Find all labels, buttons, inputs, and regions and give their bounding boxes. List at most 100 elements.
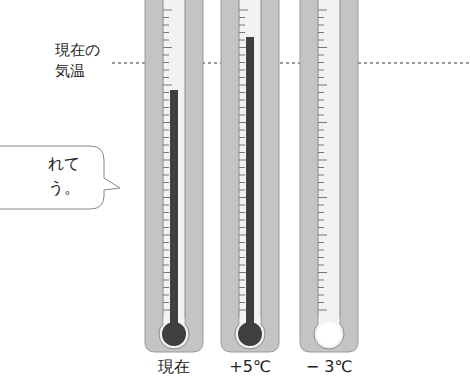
tick — [318, 175, 324, 176]
tick — [163, 250, 169, 251]
thermometer-bulb-rim — [314, 319, 344, 349]
thermo-caption: +5℃ — [229, 356, 271, 377]
tick — [318, 190, 324, 191]
tick — [163, 25, 169, 26]
tick — [163, 295, 169, 296]
thermo-caption: − 3℃ — [306, 356, 353, 377]
tick — [239, 190, 245, 191]
tick — [239, 107, 245, 108]
thermometer-frame — [300, 0, 358, 352]
tick — [318, 55, 324, 56]
tick — [239, 40, 245, 41]
tick — [163, 302, 169, 303]
tick — [163, 265, 169, 266]
tick — [239, 265, 245, 266]
mercury-bulb — [238, 322, 262, 346]
tick — [318, 107, 324, 108]
tick — [163, 175, 169, 176]
tick — [318, 205, 324, 206]
thermo-caption: 現在 — [158, 356, 190, 377]
tick — [163, 77, 169, 78]
tick — [163, 92, 169, 93]
tick — [239, 55, 245, 56]
tick — [163, 137, 169, 138]
tick — [318, 70, 324, 71]
tick — [163, 100, 169, 101]
speech-bubble-outline — [0, 146, 120, 209]
tick — [239, 220, 245, 221]
tick — [239, 242, 245, 243]
tick — [239, 175, 245, 176]
tick — [239, 100, 245, 101]
tick — [239, 295, 245, 296]
tick — [318, 17, 324, 18]
tick — [239, 227, 245, 228]
tick — [239, 250, 245, 251]
tick — [318, 280, 324, 281]
tick — [163, 47, 172, 48]
tick — [163, 190, 169, 191]
tick — [318, 242, 324, 243]
tick — [163, 167, 169, 168]
tick — [318, 62, 324, 63]
tick — [239, 205, 245, 206]
tick — [163, 115, 169, 116]
tick — [318, 257, 324, 258]
tick — [318, 137, 324, 138]
tick — [318, 145, 324, 146]
thermometer-bulb-rim — [235, 319, 265, 349]
tick — [318, 100, 324, 101]
tick — [318, 235, 327, 236]
tick — [239, 167, 245, 168]
thermometer — [221, 0, 279, 352]
tick — [318, 212, 324, 213]
tick — [318, 310, 327, 311]
tick — [239, 25, 245, 26]
thermometer — [300, 0, 358, 352]
tick — [163, 205, 169, 206]
tick — [163, 182, 169, 183]
thermometer-tube — [318, 0, 340, 328]
tick — [318, 197, 327, 198]
tick — [239, 10, 248, 11]
tick — [163, 70, 169, 71]
tick — [239, 70, 245, 71]
tick — [318, 272, 327, 273]
tick — [163, 32, 169, 33]
tick — [318, 130, 324, 131]
tick — [163, 130, 169, 131]
mercury-bulb — [162, 322, 186, 346]
tick — [318, 25, 324, 26]
tick — [318, 122, 327, 123]
tick — [318, 287, 324, 288]
tick — [318, 115, 324, 116]
tick — [239, 137, 245, 138]
tick — [318, 85, 327, 86]
current-temp-label: 現在の 気温 — [55, 40, 107, 82]
tick — [318, 295, 324, 296]
speech-bubble: れて う。 — [48, 152, 84, 200]
tick — [163, 220, 169, 221]
tick — [163, 85, 172, 86]
tick — [318, 92, 324, 93]
mercury-column — [246, 37, 254, 334]
tick — [163, 212, 169, 213]
tick — [239, 257, 245, 258]
tick — [239, 115, 245, 116]
tick — [318, 167, 324, 168]
tick — [239, 62, 245, 63]
tick — [163, 257, 169, 258]
tick — [163, 55, 169, 56]
tick — [163, 62, 169, 63]
bubble-text: れて う。 — [48, 152, 84, 200]
tick — [239, 182, 245, 183]
mercury-column — [170, 90, 178, 334]
tick — [318, 47, 327, 48]
tick — [318, 10, 327, 11]
tick — [163, 242, 169, 243]
tick — [239, 152, 245, 153]
tick — [239, 77, 245, 78]
tick — [318, 152, 324, 153]
empty-bulb — [317, 322, 341, 346]
tick — [318, 182, 324, 183]
